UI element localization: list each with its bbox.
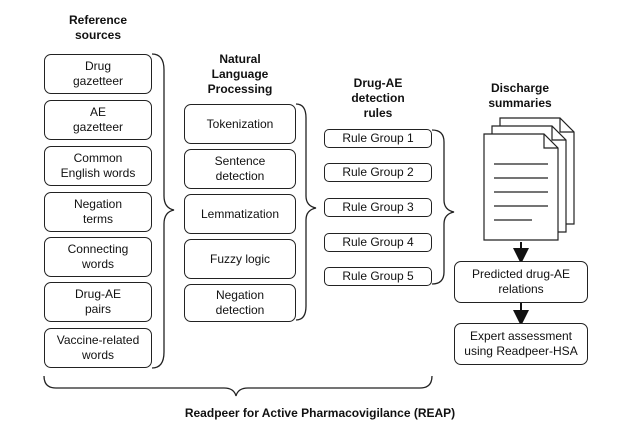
header-rules: Drug-AE detection rules: [351, 76, 405, 120]
header-nlp: Natural Language Processing: [207, 52, 273, 96]
rule-group-box: Rule Group 5: [324, 267, 432, 286]
rule-group-box: Rule Group 4: [324, 233, 432, 252]
header-reference-sources: Reference sources: [68, 13, 128, 42]
rule-group-box: Rule Group 1: [324, 129, 432, 148]
nlp-box: Negation detection: [184, 284, 296, 322]
reference-box: Negation terms: [44, 192, 152, 232]
nlp-brace: [295, 103, 317, 321]
reference-box: Drug-AE pairs: [44, 282, 152, 322]
footer-brace: [43, 375, 433, 397]
nlp-box: Sentence detection: [184, 149, 296, 189]
header-discharge: Discharge summaries: [488, 81, 552, 110]
rule-group-box: Rule Group 3: [324, 198, 432, 217]
reference-box: AE gazetteer: [44, 100, 152, 140]
rule-group-box: Rule Group 2: [324, 163, 432, 182]
reference-box: Drug gazetteer: [44, 54, 152, 94]
reference-box: Connecting words: [44, 237, 152, 277]
reference-box: Vaccine-related words: [44, 328, 152, 368]
reference-box: Common English words: [44, 146, 152, 186]
reference-brace: [151, 53, 175, 369]
nlp-box: Fuzzy logic: [184, 239, 296, 279]
rules-brace: [431, 129, 455, 285]
nlp-box: Lemmatization: [184, 194, 296, 234]
nlp-box: Tokenization: [184, 104, 296, 144]
predicted-relations-box: Predicted drug-AE relations: [454, 261, 588, 303]
footer-label: Readpeer for Active Pharmacovigilance (R…: [184, 406, 456, 420]
expert-assessment-box: Expert assessment using Readpeer-HSA: [454, 323, 588, 365]
document-stack-icon: [483, 117, 575, 241]
